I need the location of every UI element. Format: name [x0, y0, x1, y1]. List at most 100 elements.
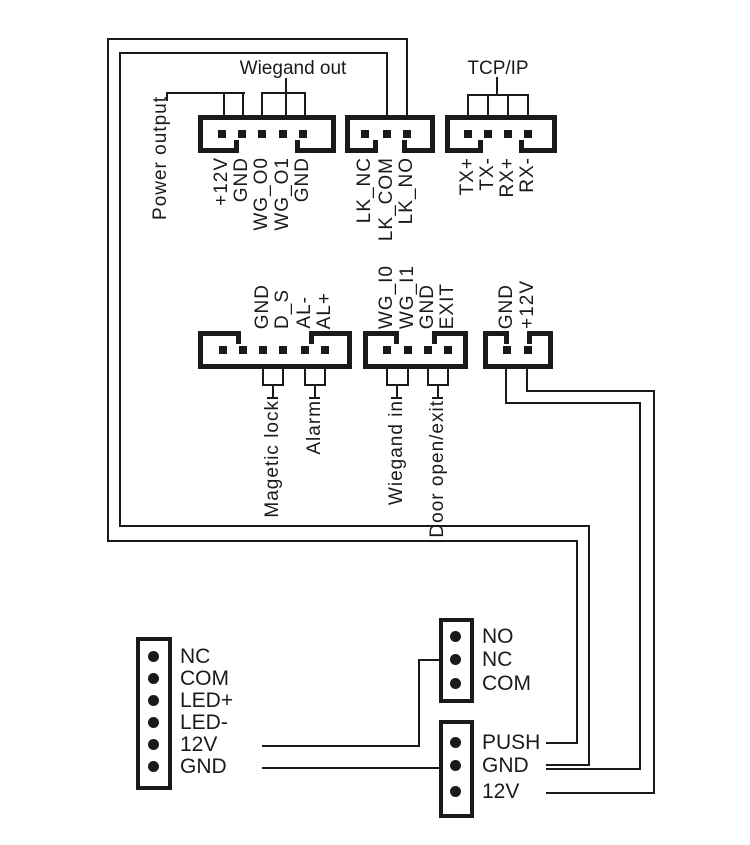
wire-tcpip-bar: [467, 94, 529, 96]
bracket-door-leader: [437, 384, 439, 399]
connector-pin: [258, 130, 266, 138]
wire-lkcom-up: [386, 52, 388, 117]
wire-inner-top: [119, 52, 388, 54]
wire-12v-across: [526, 390, 655, 392]
wire-reader-12v-up: [418, 659, 420, 747]
pin-label: NO: [482, 625, 514, 648]
connector-pin: [148, 695, 159, 706]
power-output-label: Power output: [150, 96, 171, 220]
bracket-maglock-tick: [267, 397, 278, 399]
wire-tcpip-stub-1: [467, 94, 469, 117]
wire-12v-down: [526, 369, 528, 392]
callout-alarm: Alarm: [304, 400, 325, 455]
wire-outer-bottom: [107, 540, 578, 542]
pin-label: LED-: [180, 711, 228, 734]
connector-pin: [464, 130, 472, 138]
connector-pin: [383, 130, 391, 138]
bracket-wgin-stub-2: [407, 369, 409, 386]
wire-lkno-up: [406, 38, 408, 117]
connector-pin: [219, 346, 227, 354]
connector-pin: [148, 651, 159, 662]
pin-label: D_S: [272, 289, 293, 329]
callout-wiegand-in: Wiegand in: [386, 400, 407, 506]
wire-inner-bottom: [119, 525, 590, 527]
wire-wiegand-out-stub-2: [304, 92, 306, 117]
connector-pin: [301, 346, 309, 354]
pin-label: AL-: [294, 296, 315, 329]
connector-pin: [279, 346, 287, 354]
wire-wiegand-out-stub-1: [261, 92, 263, 117]
connector-pin: [361, 130, 369, 138]
pin-label: GND: [292, 157, 313, 203]
pin-label: GND: [180, 755, 227, 778]
wire-power-bracket-tick: [166, 92, 168, 101]
pin-label: LED+: [180, 689, 234, 712]
wire-wiegand-out-bar: [261, 92, 306, 94]
connector-pin: [484, 130, 492, 138]
pin-label: GND: [252, 283, 273, 329]
connector-pin: [450, 631, 461, 642]
wire-outer-top: [107, 38, 408, 40]
bracket-alarm-leader: [314, 384, 316, 399]
connector-pin: [424, 346, 432, 354]
wire-power-stub-2: [242, 92, 244, 117]
pin-label: EXIT: [437, 282, 458, 329]
pin-label: COM: [180, 667, 229, 690]
wire-gnd-drop: [639, 402, 641, 770]
pin-label: LK_NC: [354, 157, 375, 224]
pin-label: NC: [180, 645, 211, 668]
pin-label: TX-: [477, 157, 498, 191]
pin-label: WG_O0: [251, 157, 272, 231]
pin-label: LK_NO: [396, 157, 417, 225]
wire-power-bracket: [166, 92, 245, 94]
pin-label: GND: [482, 754, 529, 777]
pin-label: COM: [482, 672, 531, 695]
pin-label: AL+: [314, 291, 335, 329]
callout-door-open-exit: Door open/exit: [427, 400, 448, 538]
bracket-door-tick: [432, 397, 443, 399]
wire-gnd-across: [505, 402, 641, 404]
pin-label: WG_I1: [397, 264, 418, 329]
pin-label: RX-: [517, 157, 538, 193]
wire-inner-to-gnd: [546, 764, 590, 766]
connector-pin: [403, 130, 411, 138]
bracket-wgin-stub-1: [386, 369, 388, 386]
connector-pin: [524, 130, 532, 138]
bracket-maglock-stub-2: [282, 369, 284, 386]
connector-button: [439, 720, 474, 818]
connector-pin: [259, 346, 267, 354]
pin-label: WG_I0: [376, 264, 397, 329]
pin-label: NC: [482, 648, 513, 671]
connector-pin: [450, 760, 461, 771]
wire-reader-12v: [262, 745, 420, 747]
pin-label: +12V: [517, 280, 538, 329]
bracket-alarm-stub-1: [304, 369, 306, 386]
tcpip-label: TCP/IP: [467, 58, 529, 79]
wire-tcpip-leader: [496, 77, 498, 96]
wiegand-out-label: Wiegand out: [239, 58, 347, 79]
wire-power-stub-1: [223, 92, 225, 117]
wire-outer-left: [107, 38, 109, 542]
connector-pin: [148, 761, 159, 772]
pin-label: GND: [231, 157, 252, 203]
pin-label: 12V: [482, 780, 520, 803]
wire-reader-gnd: [262, 767, 439, 769]
connector-pin: [148, 673, 159, 684]
wire-tcpip-stub-2: [487, 94, 489, 117]
pin-label: +12V: [211, 157, 232, 206]
pin-label: RX+: [497, 157, 518, 198]
connector-pin: [279, 130, 287, 138]
connector-pin: [383, 346, 391, 354]
connector-pin: [321, 346, 329, 354]
wire-tcpip-stub-4: [527, 94, 529, 117]
pin-label: GND: [496, 283, 517, 329]
pin-label: WG_O1: [272, 157, 293, 231]
connector-pin: [450, 678, 461, 689]
wire-outer-down: [576, 540, 578, 744]
connector-pin: [148, 739, 159, 750]
wire-gnd-down: [505, 369, 507, 404]
bracket-maglock-leader: [272, 384, 274, 399]
connector-network: [445, 115, 557, 153]
bracket-alarm-stub-2: [324, 369, 326, 386]
